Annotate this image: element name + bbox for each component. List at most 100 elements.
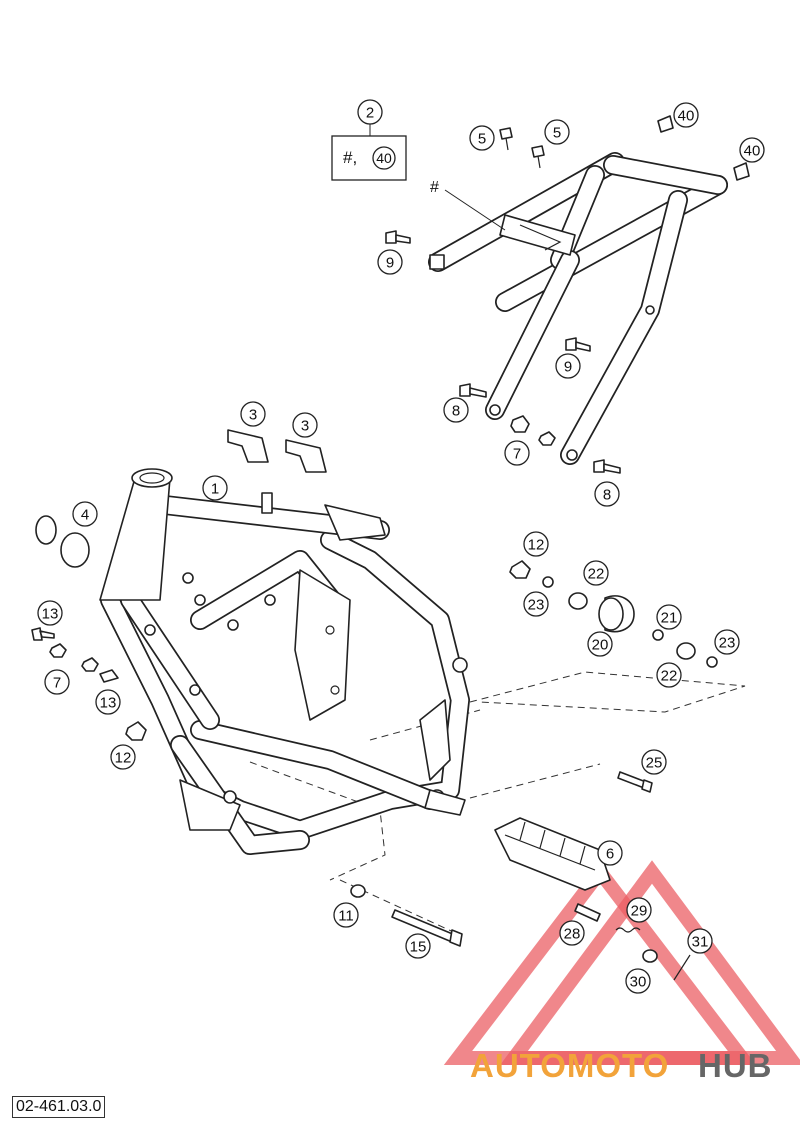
callout-circle — [641, 749, 667, 775]
callout-circle — [469, 125, 495, 151]
callout-9: 9 — [555, 353, 581, 379]
callout-number: 12 — [115, 750, 132, 767]
callout-number: 21 — [661, 610, 678, 627]
callout-circle — [523, 591, 549, 617]
callout-number: 13 — [42, 606, 59, 623]
callout-28: 28 — [559, 920, 585, 946]
callout-number: 5 — [553, 125, 561, 142]
callout-circle — [292, 412, 318, 438]
subassembly-hash: #, — [343, 148, 357, 167]
callout-40: 40 — [673, 102, 699, 128]
callout-circle — [110, 744, 136, 770]
subassembly-box: #, 40 — [331, 135, 407, 181]
small-parts — [31, 115, 750, 981]
callout-40: 40 — [739, 137, 765, 163]
callout-number: 7 — [53, 675, 61, 692]
callout-number: 22 — [588, 566, 605, 583]
callout-circle — [687, 928, 713, 954]
callout-3: 3 — [292, 412, 318, 438]
watermark-text: AUTOMOTO HUB — [470, 1047, 773, 1084]
callout-21: 21 — [656, 604, 682, 630]
callout-circle — [357, 99, 383, 125]
callout-number: 4 — [81, 507, 89, 524]
callout-number: 2 — [366, 105, 374, 122]
watermark-text-automoto: AUTOMOTO — [470, 1047, 669, 1084]
callout-circle — [594, 481, 620, 507]
callout-circle — [739, 137, 765, 163]
callout-15: 15 — [405, 933, 431, 959]
callout-23: 23 — [714, 629, 740, 655]
assembly-dashed-lines — [249, 671, 746, 936]
callout-number: 23 — [719, 635, 736, 652]
callout-12: 12 — [523, 531, 549, 557]
callout-number: 40 — [678, 108, 695, 125]
document-number: 02-461.03.0 — [12, 1096, 106, 1118]
callout-circle — [583, 560, 609, 586]
subframe-hash-label: # — [430, 179, 439, 196]
callout-circle — [597, 840, 623, 866]
callout-2: 2 — [357, 99, 383, 125]
callout-number: 23 — [528, 597, 545, 614]
callout-number: 9 — [564, 359, 572, 376]
callout-circle — [405, 933, 431, 959]
callout-22: 22 — [583, 560, 609, 586]
callout-circle — [37, 600, 63, 626]
callout-circle — [626, 897, 652, 923]
watermark-text-hub: HUB — [698, 1047, 773, 1084]
callout-8: 8 — [594, 481, 620, 507]
callout-number: 1 — [211, 481, 219, 498]
callout-circle — [377, 249, 403, 275]
callout-5: 5 — [544, 119, 570, 145]
main-frame — [99, 468, 470, 855]
callout-circle — [523, 531, 549, 557]
callout-29: 29 — [626, 897, 652, 923]
callout-number: 15 — [410, 939, 427, 956]
callout-23: 23 — [523, 591, 549, 617]
callout-circle — [544, 119, 570, 145]
callout-circle — [504, 440, 530, 466]
callout-circle — [95, 689, 121, 715]
callout-number: 9 — [386, 255, 394, 272]
callout-number: 29 — [631, 903, 648, 920]
callout-circle — [559, 920, 585, 946]
callout-11: 11 — [333, 902, 359, 928]
callout-circle — [555, 353, 581, 379]
callout-circle — [202, 475, 228, 501]
callout-number: 6 — [606, 846, 614, 863]
callout-number: 31 — [692, 934, 709, 951]
callout-30: 30 — [625, 968, 651, 994]
subassembly-callout: 40 — [376, 150, 392, 166]
callout-8: 8 — [443, 397, 469, 423]
callout-number: 3 — [301, 418, 309, 435]
callout-7: 7 — [44, 669, 70, 695]
callout-3: 3 — [240, 401, 266, 427]
callout-25: 25 — [641, 749, 667, 775]
rear-subframe — [428, 152, 728, 465]
callout-circle — [714, 629, 740, 655]
callout-12: 12 — [110, 744, 136, 770]
callout-circle — [443, 397, 469, 423]
callout-circle — [44, 669, 70, 695]
callout-number: 40 — [744, 143, 761, 160]
callout-circle — [240, 401, 266, 427]
callout-7: 7 — [504, 440, 530, 466]
watermark-logo — [443, 860, 800, 1065]
callout-number: 11 — [338, 908, 354, 925]
callout-13: 13 — [95, 689, 121, 715]
callout-6: 6 — [597, 840, 623, 866]
callout-circle — [587, 631, 613, 657]
callout-31: 31 — [687, 928, 713, 954]
callout-circle — [656, 604, 682, 630]
callout-9: 9 — [377, 249, 403, 275]
callout-number: 8 — [452, 403, 460, 420]
callout-circle — [673, 102, 699, 128]
callout-number: 25 — [646, 755, 663, 772]
callout-circle — [656, 662, 682, 688]
callout-number: 12 — [528, 537, 545, 554]
callout-5: 5 — [469, 125, 495, 151]
callout-number: 7 — [513, 446, 521, 463]
callout-number: 30 — [630, 974, 647, 991]
callout-circle — [72, 501, 98, 527]
